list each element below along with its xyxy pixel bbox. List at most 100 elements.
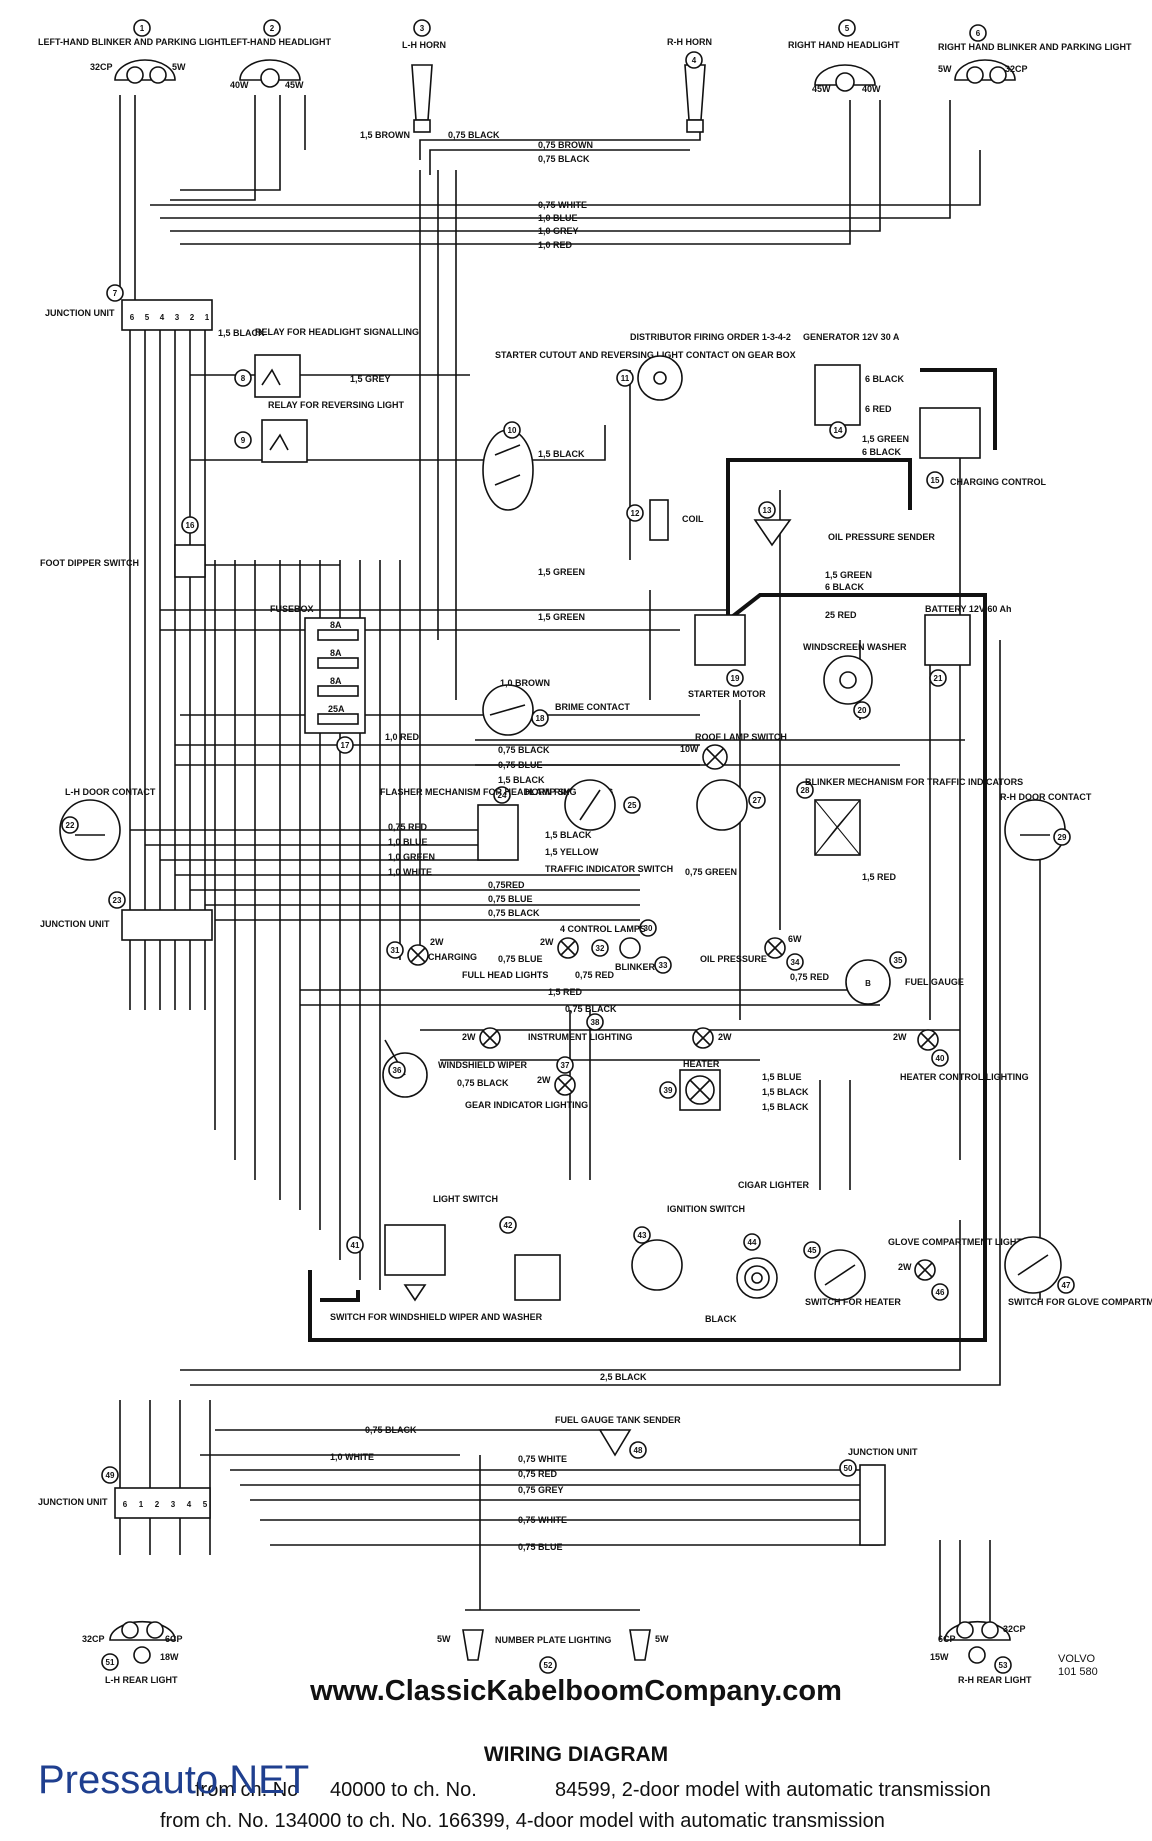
wire-label: 0,75 RED bbox=[575, 970, 615, 980]
component-number-40: 40 bbox=[936, 1054, 945, 1063]
wire-label: 0,75 BROWN bbox=[538, 140, 593, 150]
fuse-rating: 8A bbox=[330, 648, 342, 658]
label-battery: BATTERY 12V 60 Ah bbox=[925, 604, 1012, 614]
rating-31: 2W bbox=[430, 937, 444, 947]
component-number-36: 36 bbox=[393, 1066, 402, 1075]
fusebox: 8A 8A 8A 25A 17 FUSEBOX bbox=[270, 604, 366, 754]
wire-label: 1,5 BLACK bbox=[498, 775, 545, 785]
heater: 39 HEATER bbox=[659, 1059, 721, 1111]
rating-37: 2W bbox=[537, 1075, 551, 1085]
pin: 2 bbox=[155, 1500, 160, 1509]
component-number-24: 24 bbox=[498, 791, 507, 800]
rating-27: 10W bbox=[680, 744, 699, 754]
roof-lamp-switch: 27 ROOF LAMP SWITCH 10W bbox=[680, 732, 787, 831]
component-number-29: 29 bbox=[1058, 833, 1067, 842]
figure-reference: VOLVO 101 580 bbox=[1058, 1653, 1098, 1678]
component-number-18: 18 bbox=[536, 714, 545, 723]
instrument-lighting: 38 INSTRUMENT LIGHTING 2W 2W bbox=[462, 1013, 732, 1049]
label-heater-switch: SWITCH FOR HEATER bbox=[805, 1297, 901, 1307]
component-number-39: 39 bbox=[664, 1086, 673, 1095]
wire-label: 0,75 WHITE bbox=[538, 200, 587, 210]
label-blinker-mechanism: BLINKER MECHANISM FOR TRAFFIC INDICATORS bbox=[805, 777, 1023, 787]
component-number-15: 15 bbox=[931, 476, 940, 485]
rating-53b: 32CP bbox=[1003, 1624, 1026, 1634]
component-number-10: 10 bbox=[508, 426, 517, 435]
rh-horn: 4 R-H HORN bbox=[667, 37, 712, 133]
label-left-headlight: LEFT-HAND HEADLIGHT bbox=[225, 37, 331, 47]
wire-label: 1,5 BLACK bbox=[218, 328, 265, 338]
label-glove-lighting: GLOVE COMPARTMENT LIGHTING bbox=[888, 1237, 1038, 1247]
label-foot-dipper: FOOT DIPPER SWITCH bbox=[40, 558, 139, 568]
component-number-52: 52 bbox=[544, 1661, 553, 1670]
label-left-blinker: LEFT-HAND BLINKER AND PARKING LIGHT bbox=[38, 37, 226, 47]
component-number-19: 19 bbox=[731, 674, 740, 683]
wire-label: 1,0 GREEN bbox=[388, 852, 435, 862]
component-number-41: 41 bbox=[351, 1241, 360, 1250]
left-blinker-parking-light: 1 LEFT-HAND BLINKER AND PARKING LIGHT 32… bbox=[38, 19, 226, 84]
rating-51a: 32CP bbox=[82, 1634, 105, 1644]
label-blinker-lamp: BLINKER bbox=[615, 962, 655, 972]
pin: 4 bbox=[160, 313, 165, 322]
wire-label: 0,75 BLACK bbox=[538, 154, 590, 164]
component-number-20: 20 bbox=[858, 706, 867, 715]
label-number-plate: NUMBER PLATE LIGHTING bbox=[495, 1635, 611, 1645]
component-number-6: 6 bbox=[976, 29, 981, 38]
label-rh-door: R-H DOOR CONTACT bbox=[1000, 792, 1092, 802]
lh-horn: 3 L-H HORN bbox=[402, 19, 446, 133]
junction-unit-50: 50 JUNCTION UNIT bbox=[839, 1447, 918, 1546]
label-wiper: WINDSHIELD WIPER bbox=[438, 1060, 527, 1070]
pin: 2 bbox=[190, 313, 195, 322]
glove-switch: 47 SWITCH FOR GLOVE COMPARTMENT LIGHT bbox=[1004, 1236, 1152, 1307]
label-brime: BRIME CONTACT bbox=[555, 702, 630, 712]
label-coil: COIL bbox=[682, 514, 704, 524]
heater-control-lighting: 40 HEATER CONTROL LIGHTING 2W bbox=[893, 1029, 1029, 1082]
component-number-33: 33 bbox=[659, 961, 668, 970]
distributor: 11 DISTRIBUTOR FIRING ORDER 1-3-4-2 bbox=[616, 332, 791, 401]
wire-label: 1,5 RED bbox=[548, 987, 583, 997]
wire-label: 1,5 GREEN bbox=[538, 612, 585, 622]
component-number-30: 30 bbox=[644, 924, 653, 933]
component-number-21: 21 bbox=[934, 674, 943, 683]
rating-34: 6W bbox=[788, 934, 802, 944]
wire-label: 0,75 RED bbox=[388, 822, 428, 832]
pin: 3 bbox=[175, 313, 180, 322]
label-charging: CHARGING bbox=[428, 952, 477, 962]
wire-label: 0,75 GREY bbox=[518, 1485, 564, 1495]
wire-label: 1,5 BLACK bbox=[545, 830, 592, 840]
blinker-lamp: 33 BLINKER bbox=[615, 937, 672, 974]
wire-label: 1,0 BLUE bbox=[538, 213, 578, 223]
junction-unit-7: 6 5 4 3 2 1 7 JUNCTION UNIT bbox=[45, 284, 213, 331]
component-number-3: 3 bbox=[420, 24, 425, 33]
relay-reversing-light: 9 RELAY FOR REVERSING LIGHT bbox=[234, 400, 405, 463]
label-relay-headlight: RELAY FOR HEADLIGHT SIGNALLING bbox=[255, 327, 419, 337]
pin: 1 bbox=[205, 313, 210, 322]
label-control-lamps: 4 CONTROL LAMPS bbox=[560, 924, 646, 934]
label-glove-switch: SWITCH FOR GLOVE COMPARTMENT LIGHT bbox=[1008, 1297, 1152, 1307]
component-number-53: 53 bbox=[999, 1661, 1008, 1670]
label-relay-reversing: RELAY FOR REVERSING LIGHT bbox=[268, 400, 405, 410]
rating-38a: 2W bbox=[462, 1032, 476, 1042]
rating-52b: 5W bbox=[655, 1634, 669, 1644]
component-number-9: 9 bbox=[241, 436, 246, 445]
component-number-5: 5 bbox=[845, 24, 850, 33]
wire-label: 1,0 BROWN bbox=[500, 678, 550, 688]
wire-label: 1,0 GREY bbox=[538, 226, 579, 236]
right-blinker-parking-light: 6 RIGHT HAND BLINKER AND PARKING LIGHT 5… bbox=[938, 24, 1132, 84]
pin: 1 bbox=[139, 1500, 144, 1509]
component-number-45: 45 bbox=[808, 1246, 817, 1255]
rating-40: 2W bbox=[893, 1032, 907, 1042]
wire-label: 1,5 BLACK bbox=[762, 1087, 809, 1097]
wire-label: 1,5 GREEN bbox=[538, 567, 585, 577]
starter-cutout: 10 STARTER CUTOUT AND REVERSING LIGHT CO… bbox=[482, 350, 796, 511]
label-wiper-switch: SWITCH FOR WINDSHIELD WIPER AND WASHER bbox=[330, 1312, 543, 1322]
battery-cables bbox=[308, 368, 997, 1342]
traffic-indicator-switch: TRAFFIC INDICATOR SWITCH bbox=[477, 804, 673, 874]
component-number-42: 42 bbox=[504, 1221, 513, 1230]
component-number-49: 49 bbox=[106, 1471, 115, 1480]
website-url: www.ClassicKabelboomCompany.com bbox=[310, 1675, 842, 1707]
fuel-gauge: B 35 FUEL GAUGE bbox=[845, 951, 964, 1005]
wire-label: 1,0 RED bbox=[538, 240, 573, 250]
left-headlight: 2 LEFT-HAND HEADLIGHT 40W 45W bbox=[225, 19, 331, 90]
control-lamps: 30 4 CONTROL LAMPS bbox=[560, 919, 657, 937]
